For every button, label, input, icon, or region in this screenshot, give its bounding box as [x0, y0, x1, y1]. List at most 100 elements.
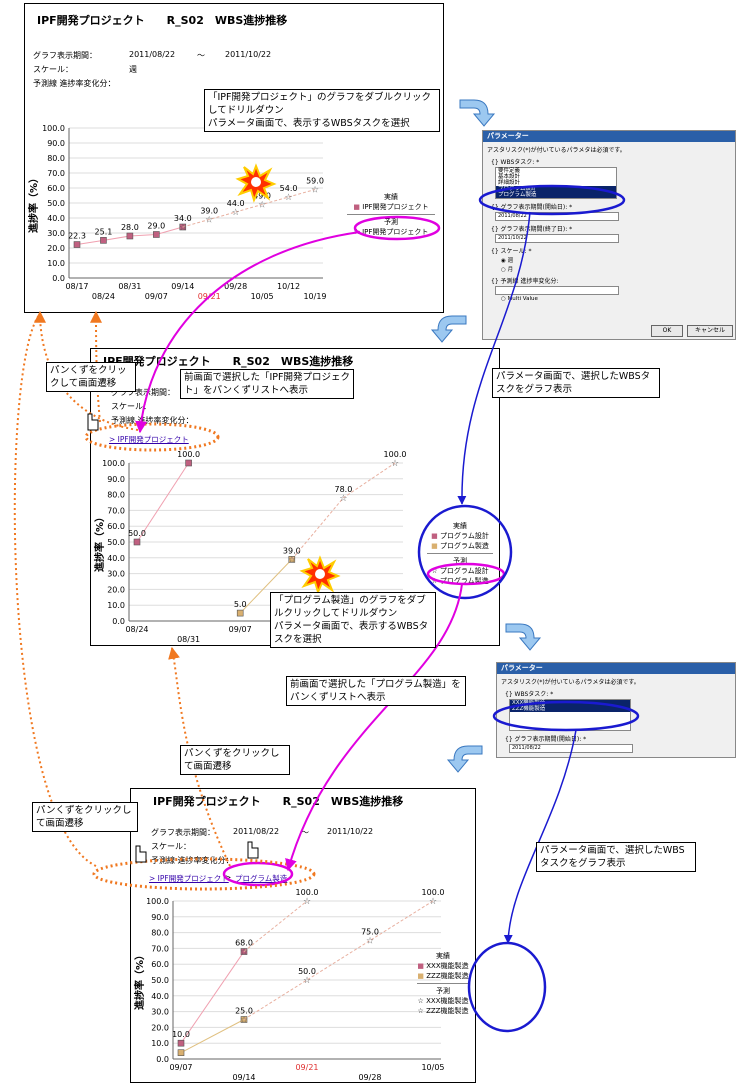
- x-tick-label: 08/17: [65, 282, 88, 291]
- data-point-star: ☆: [391, 459, 399, 469]
- scale-month-radio[interactable]: ○ 月: [501, 267, 514, 273]
- wbs-option[interactable]: 詳細設計: [498, 180, 521, 186]
- series-line: [182, 189, 316, 228]
- breadcrumb-ipf-project[interactable]: > IPF開発プロジェクト: [149, 874, 229, 883]
- highlight-ellipse: [353, 215, 441, 241]
- legend-forecast-item: ☆ プログラム設計: [431, 567, 489, 575]
- start-date-input[interactable]: 2011/08/22: [495, 212, 619, 221]
- series-line: [180, 951, 245, 1044]
- step-arrow-icon: [446, 745, 483, 773]
- x-tick-label: 10/12: [277, 282, 300, 291]
- period-to: 2011/10/22: [225, 50, 272, 59]
- breadcrumb-ellipse: [84, 422, 220, 452]
- report-title: IPF開発プロジェクト R_S02 WBS進捗推移: [103, 355, 354, 368]
- x-tick-label: 09/07: [145, 292, 168, 301]
- data-label: 100.0: [422, 888, 445, 897]
- wbs-task-label: {} WBSタスク: *: [491, 159, 540, 166]
- y-tick-label: 60.0: [107, 522, 125, 531]
- y-tick-label: 100.0: [102, 459, 125, 468]
- data-label: 25.0: [235, 1007, 253, 1016]
- end-date-input[interactable]: 2011/10/22: [495, 234, 619, 243]
- legend-forecast-head: 予測: [453, 557, 467, 565]
- wbs-option-selected[interactable]: プログラム設計: [496, 186, 616, 192]
- parameter-dialog-1: パラメーター アスタリスク(*)が付いているパラメタは必須です。 {} WBSタ…: [482, 130, 736, 340]
- data-point-star: ☆: [429, 897, 437, 907]
- data-label: 100.0: [296, 888, 319, 897]
- data-point: [288, 556, 296, 563]
- legend-forecast-head: 予測: [384, 218, 398, 226]
- legend-actual-item: ■ プログラム設計: [431, 532, 489, 540]
- x-tick-label: 08/31: [177, 635, 200, 644]
- chart-legend-3: 実績 ■ XXX機能製造 ■ ZZZ機能製造 予測 ☆ XXX機能製造 ☆ ZZ…: [413, 951, 473, 1016]
- y-tick-label: 90.0: [107, 475, 125, 484]
- legend-actual-head: 実績: [436, 952, 450, 960]
- data-point-star: ☆: [303, 976, 311, 986]
- wbs-task-list[interactable]: 要件定義 基本設計 詳細設計 プログラム設計 プログラム製造: [495, 167, 617, 199]
- breadcrumb-ellipse: [92, 857, 316, 891]
- breadcrumb-sep: >: [225, 873, 232, 882]
- y-tick-label: 100.0: [146, 897, 169, 906]
- legend-actual-item: ■ プログラム製造: [431, 542, 489, 550]
- hand-cursor-icon: [135, 845, 147, 863]
- wbs-task-label: {} WBSタスク: *: [505, 691, 554, 698]
- progress-chart-3[interactable]: 0.010.020.030.040.050.060.070.080.090.01…: [131, 888, 477, 1084]
- progress-chart-1[interactable]: 0.010.020.030.040.050.060.070.080.090.01…: [25, 114, 445, 314]
- data-point-star: ☆: [240, 948, 248, 958]
- selection-ellipse: [492, 700, 640, 732]
- ok-button[interactable]: OK: [651, 325, 683, 337]
- wbs-option-selected[interactable]: プログラム製造: [496, 192, 616, 198]
- data-point: [100, 237, 107, 244]
- legend-forecast-item: ☆ ZZZ機能製造: [417, 1007, 469, 1015]
- y-tick-label: 50.0: [47, 199, 65, 208]
- legend-ellipse: [467, 941, 547, 1033]
- y-tick-label: 90.0: [151, 913, 169, 922]
- period-label: グラフ表示期間：: [33, 51, 97, 60]
- dialog-note: アスタリスク(*)が付いているパラメタは必須です。: [487, 147, 626, 154]
- x-tick-label: 09/28: [224, 282, 247, 291]
- data-point-star: ☆: [303, 897, 311, 907]
- callout-back-2: パンくずをクリックして画面遷移: [180, 745, 290, 775]
- forecast-input[interactable]: [495, 286, 619, 295]
- data-label: 68.0: [235, 939, 253, 948]
- x-tick-label: 10/05: [251, 292, 274, 301]
- legend-ellipse: [417, 504, 513, 600]
- breadcrumb-program-build[interactable]: プログラム製造: [235, 874, 288, 883]
- y-axis-title: 進捗率（%）: [27, 173, 40, 233]
- data-label: 10.0: [172, 1030, 190, 1039]
- data-label: 75.0: [361, 928, 379, 937]
- y-tick-label: 80.0: [107, 491, 125, 500]
- y-tick-label: 40.0: [151, 992, 169, 1001]
- wbs-option-selected[interactable]: ZZZ機能製造: [510, 706, 630, 712]
- cancel-button[interactable]: キャンセル: [687, 325, 733, 337]
- y-tick-label: 0.0: [52, 274, 65, 283]
- y-tick-label: 30.0: [47, 229, 65, 238]
- selection-ellipse: [478, 184, 626, 216]
- data-point: [126, 232, 134, 240]
- data-label: 50.0: [128, 529, 146, 538]
- end-date-label: {} グラフ表示期間(終了日): *: [491, 226, 573, 233]
- data-label: 100.0: [177, 450, 200, 459]
- data-label: 5.0: [234, 600, 247, 609]
- y-tick-label: 40.0: [107, 554, 125, 563]
- flow-arrow: [457, 211, 531, 505]
- multi-value-radio[interactable]: ○ Multi Value: [501, 296, 538, 302]
- wbs-option[interactable]: 要件定義: [498, 168, 521, 174]
- breadcrumb-ipf-project[interactable]: > IPF開発プロジェクト: [109, 435, 189, 444]
- x-tick-label: 10/05: [421, 1063, 444, 1072]
- dialog-title: パラメーター: [497, 663, 735, 674]
- wbs-option[interactable]: 基本設計: [498, 174, 521, 180]
- x-tick-label: 09/21: [295, 1063, 318, 1072]
- report-panel-1: IPF開発プロジェクト R_S02 WBS進捗推移 グラフ表示期間： 2011/…: [24, 3, 444, 313]
- progress-chart-2[interactable]: 0.010.020.030.040.050.060.070.080.090.01…: [91, 450, 501, 647]
- y-tick-label: 100.0: [42, 124, 65, 133]
- data-point-star: ☆: [339, 494, 347, 504]
- y-tick-label: 50.0: [107, 538, 125, 547]
- legend-actual-head: 実績: [453, 522, 467, 530]
- data-label: 78.0: [334, 485, 352, 494]
- y-tick-label: 20.0: [47, 244, 65, 253]
- highlight-ellipse: [426, 562, 506, 586]
- legend-forecast-head: 予測: [436, 987, 450, 995]
- scale-week-radio[interactable]: ◉ 週: [501, 258, 514, 264]
- data-label: 29.0: [147, 222, 165, 231]
